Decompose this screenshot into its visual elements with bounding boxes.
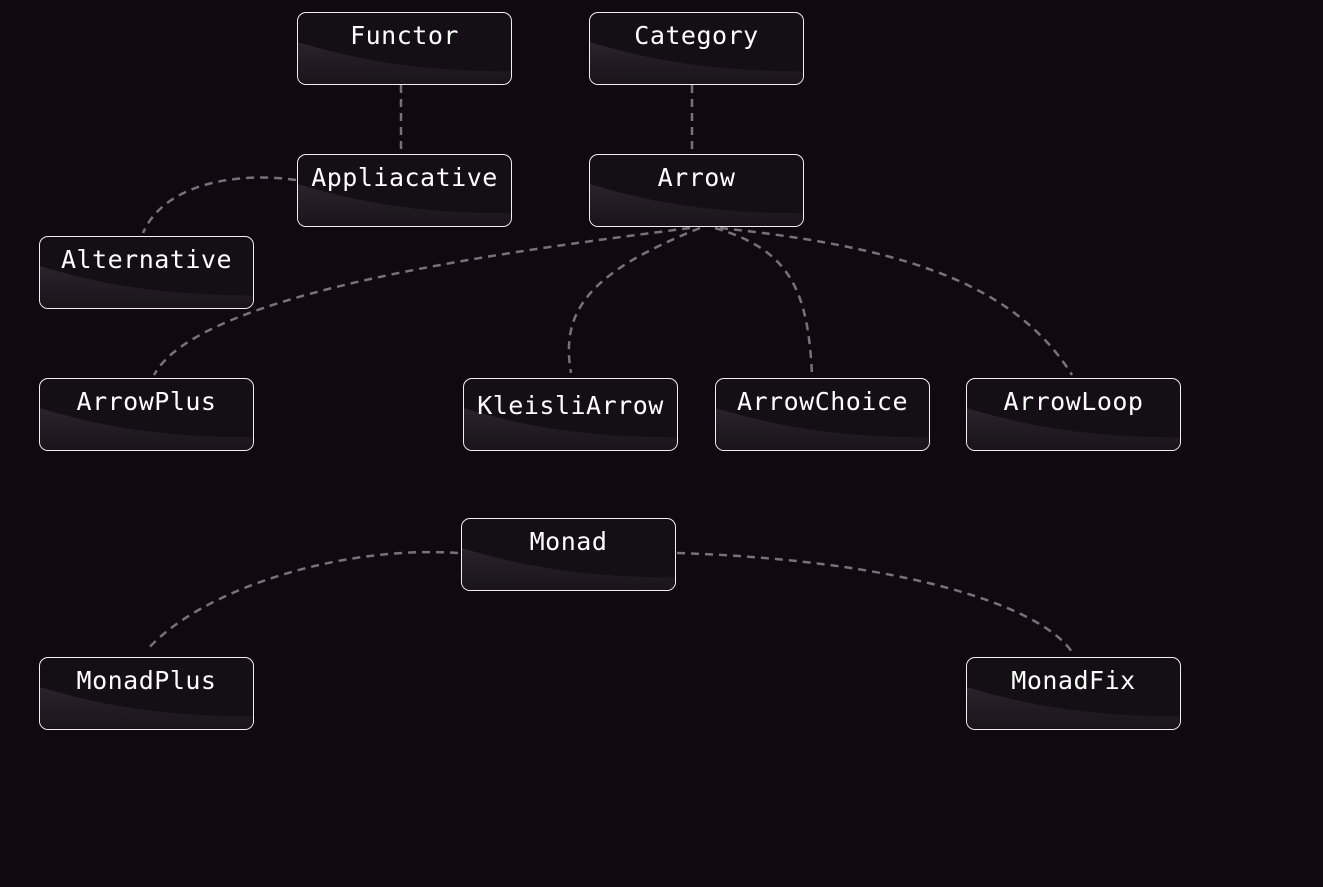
node-sheen <box>716 408 929 450</box>
node-sheen <box>40 687 253 729</box>
node-label-monadfix: MonadFix <box>1011 666 1136 695</box>
node-sheen <box>590 42 803 84</box>
node-arrow[interactable]: Arrow <box>589 154 804 227</box>
node-sheen <box>462 548 675 590</box>
edge-arrow-arrowloop <box>719 226 1074 376</box>
node-label-alternative: Alternative <box>60 245 233 274</box>
edge-monad-monadplus <box>146 550 459 651</box>
node-arrowloop[interactable]: ArrowLoop <box>966 378 1181 451</box>
node-sheen <box>967 687 1180 729</box>
node-label-functor: Functor <box>350 21 459 50</box>
node-label-arrowplus: ArrowPlus <box>76 387 217 416</box>
edge-monad-monadfix <box>676 551 1074 653</box>
edge-appliacative-alternative <box>141 176 297 234</box>
node-kleisliarrow[interactable]: KleisliArrow <box>463 378 678 451</box>
node-monad[interactable]: Monad <box>461 518 676 591</box>
node-sheen <box>464 408 677 450</box>
node-label-arrowchoice: ArrowChoice <box>736 387 909 416</box>
node-sheen <box>298 184 511 226</box>
node-label-appliacative: Appliacative <box>311 163 498 192</box>
node-sheen <box>40 266 253 308</box>
node-label-arrow: Arrow <box>657 163 736 192</box>
node-functor[interactable]: Functor <box>297 12 512 85</box>
node-sheen <box>298 42 511 84</box>
edge-arrow-arrowchoice <box>714 226 814 376</box>
node-sheen <box>590 184 803 226</box>
node-monadplus[interactable]: MonadPlus <box>39 657 254 730</box>
node-label-monadplus: MonadPlus <box>76 666 217 695</box>
node-arrowchoice[interactable]: ArrowChoice <box>715 378 930 451</box>
node-label-kleisliarrow: KleisliArrow <box>477 391 664 420</box>
node-label-arrowloop: ArrowLoop <box>1003 387 1144 416</box>
node-sheen <box>967 408 1180 450</box>
node-category[interactable]: Category <box>589 12 804 85</box>
node-alternative[interactable]: Alternative <box>39 236 254 309</box>
node-label-category: Category <box>634 21 759 50</box>
node-monadfix[interactable]: MonadFix <box>966 657 1181 730</box>
node-appliacative[interactable]: Appliacative <box>297 154 512 227</box>
node-label-monad: Monad <box>529 527 608 556</box>
node-sheen <box>40 408 253 450</box>
node-arrowplus[interactable]: ArrowPlus <box>39 378 254 451</box>
edge-arrow-kleisliarrow <box>567 226 701 374</box>
